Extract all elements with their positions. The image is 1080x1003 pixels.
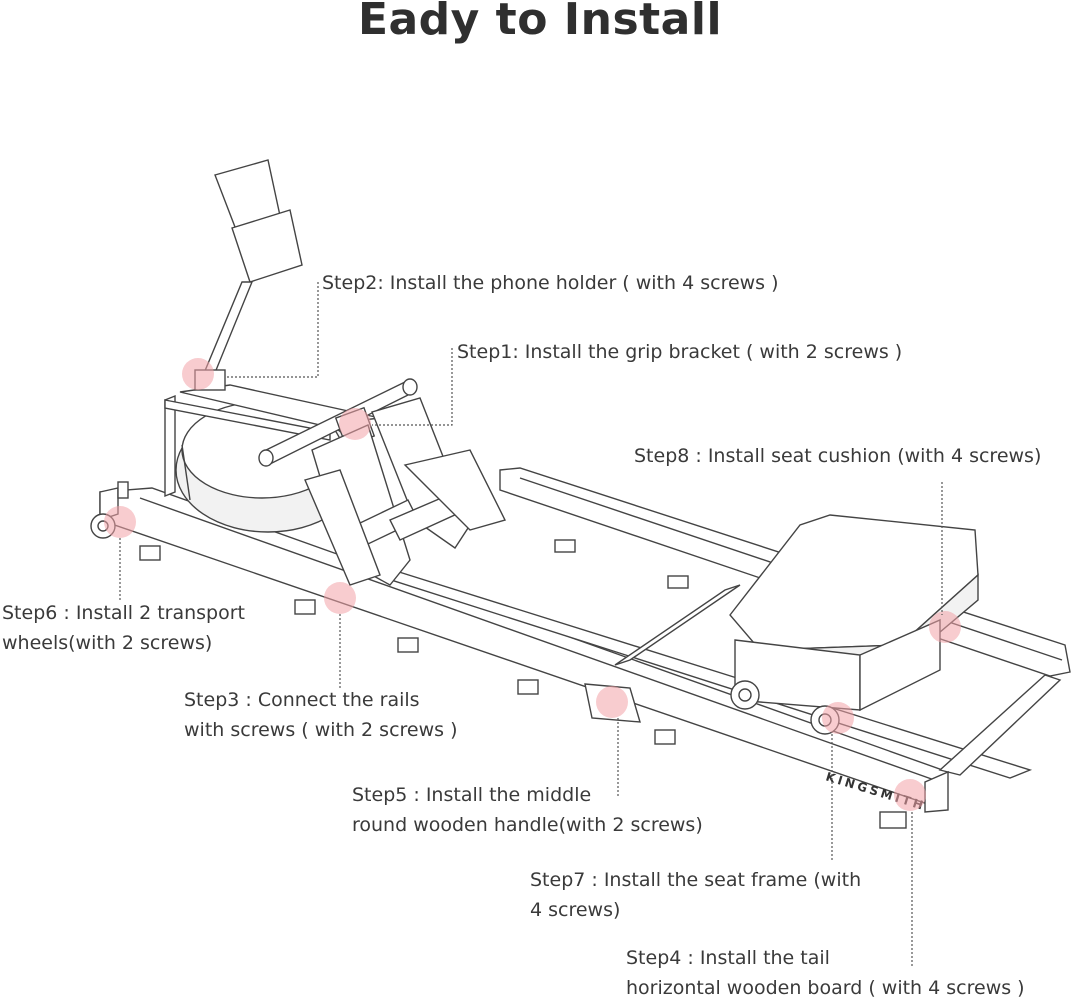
phone-holder bbox=[194, 159, 303, 391]
leader-lines bbox=[119, 282, 943, 968]
step5-label: Step5 : Install the middle round wooden … bbox=[352, 784, 703, 836]
foot-plates bbox=[304, 397, 507, 586]
step8-label: Step8 : Install seat cushion (with 4 scr… bbox=[634, 445, 1042, 467]
page-title: Eady to Install bbox=[357, 0, 723, 45]
step2-label: Step2: Install the phone holder ( with 4… bbox=[322, 272, 779, 294]
step3-label: Step3 : Connect the rails with screws ( … bbox=[184, 689, 458, 741]
step6-label: Step6 : Install 2 transport wheels(with … bbox=[2, 602, 245, 654]
step4-label: Step4 : Install the tail horizontal wood… bbox=[626, 947, 1025, 999]
water-tank bbox=[164, 384, 381, 533]
step-highlights bbox=[104, 358, 961, 811]
step1-label: Step1: Install the grip bracket ( with 2… bbox=[457, 341, 903, 363]
seat bbox=[729, 514, 979, 735]
step7-label: Step7 : Install the seat frame (with 4 s… bbox=[530, 869, 862, 921]
